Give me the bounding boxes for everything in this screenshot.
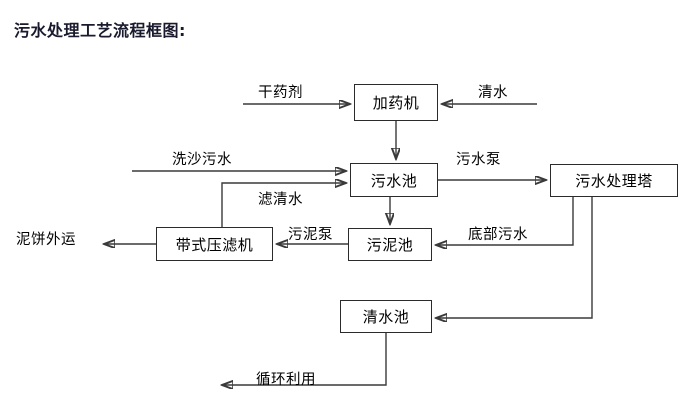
edge-label-sludge-pump: 污泥泵 <box>288 227 333 243</box>
node-label: 清水池 <box>362 308 410 326</box>
node-label: 污水池 <box>370 171 418 190</box>
node-clear-water-pool[interactable]: 清水池 <box>340 300 432 333</box>
terminal-label-mud-cake-out: 泥饼外运 <box>16 232 76 248</box>
edge-tower-to-clear-water-pool <box>436 197 593 318</box>
node-sludge-pool[interactable]: 污泥池 <box>348 228 432 261</box>
edge-label-sewage-pump: 污水泵 <box>456 152 501 168</box>
edge-label-sand-wash-sewage: 洗沙污水 <box>172 152 232 168</box>
node-belt-filter-press[interactable]: 带式压滤机 <box>156 227 273 261</box>
node-label: 污泥池 <box>366 236 414 254</box>
node-label: 带式压滤机 <box>175 235 254 254</box>
node-sewage-treatment-tower[interactable]: 污水处理塔 <box>550 164 678 197</box>
edge-label-filtrate-water: 滤清水 <box>258 192 303 208</box>
node-label: 污水处理塔 <box>575 172 653 190</box>
node-sewage-pool[interactable]: 污水池 <box>350 163 438 197</box>
edge-label-dry-agent: 干药剂 <box>258 85 303 101</box>
node-dosing-machine[interactable]: 加药机 <box>354 84 438 121</box>
node-label: 加药机 <box>372 94 420 112</box>
edge-label-recycle-use: 循环利用 <box>256 372 316 388</box>
edge-label-clean-water: 清水 <box>478 85 508 101</box>
page-title: 污水处理工艺流程框图: <box>14 21 186 40</box>
edge-label-bottom-sewage: 底部污水 <box>468 227 528 243</box>
